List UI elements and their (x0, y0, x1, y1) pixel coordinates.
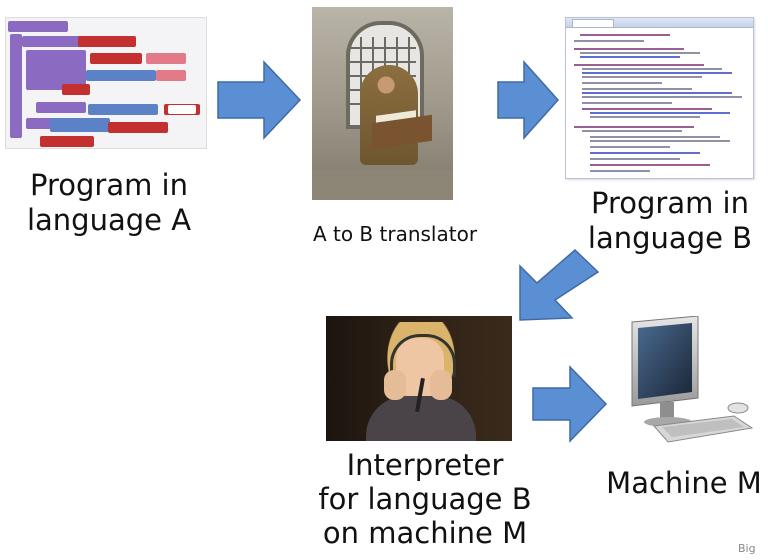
label-program-a: Program in language A (14, 168, 204, 238)
label-interpreter-line1: Interpreter (346, 448, 504, 482)
label-program-b: Program in language B (572, 186, 768, 256)
corner-text: Big (738, 542, 756, 555)
label-program-a-line1: Program in (29, 168, 188, 202)
label-interpreter-line2: for language B (318, 482, 532, 517)
code-window-image (565, 17, 754, 179)
arrow-translator-to-b (497, 60, 560, 140)
label-program-b-line2: language B (587, 220, 753, 255)
arrow-b-to-interpreter (519, 248, 600, 321)
block-program-image (5, 17, 207, 149)
label-translator: A to B translator (312, 222, 478, 246)
computer-icon (631, 316, 754, 443)
arrow-a-to-translator (217, 60, 302, 140)
arrow-interpreter-to-machine (532, 365, 608, 443)
label-program-a-line2: language A (26, 202, 192, 237)
label-program-b-line1: Program in (590, 186, 749, 220)
label-machine: Machine M (606, 466, 762, 500)
scribe-image (312, 7, 453, 200)
label-interpreter: Interpreter for language B on machine M (300, 448, 550, 551)
interpreter-photo (326, 316, 512, 441)
label-interpreter-line3: on machine M (322, 516, 528, 551)
